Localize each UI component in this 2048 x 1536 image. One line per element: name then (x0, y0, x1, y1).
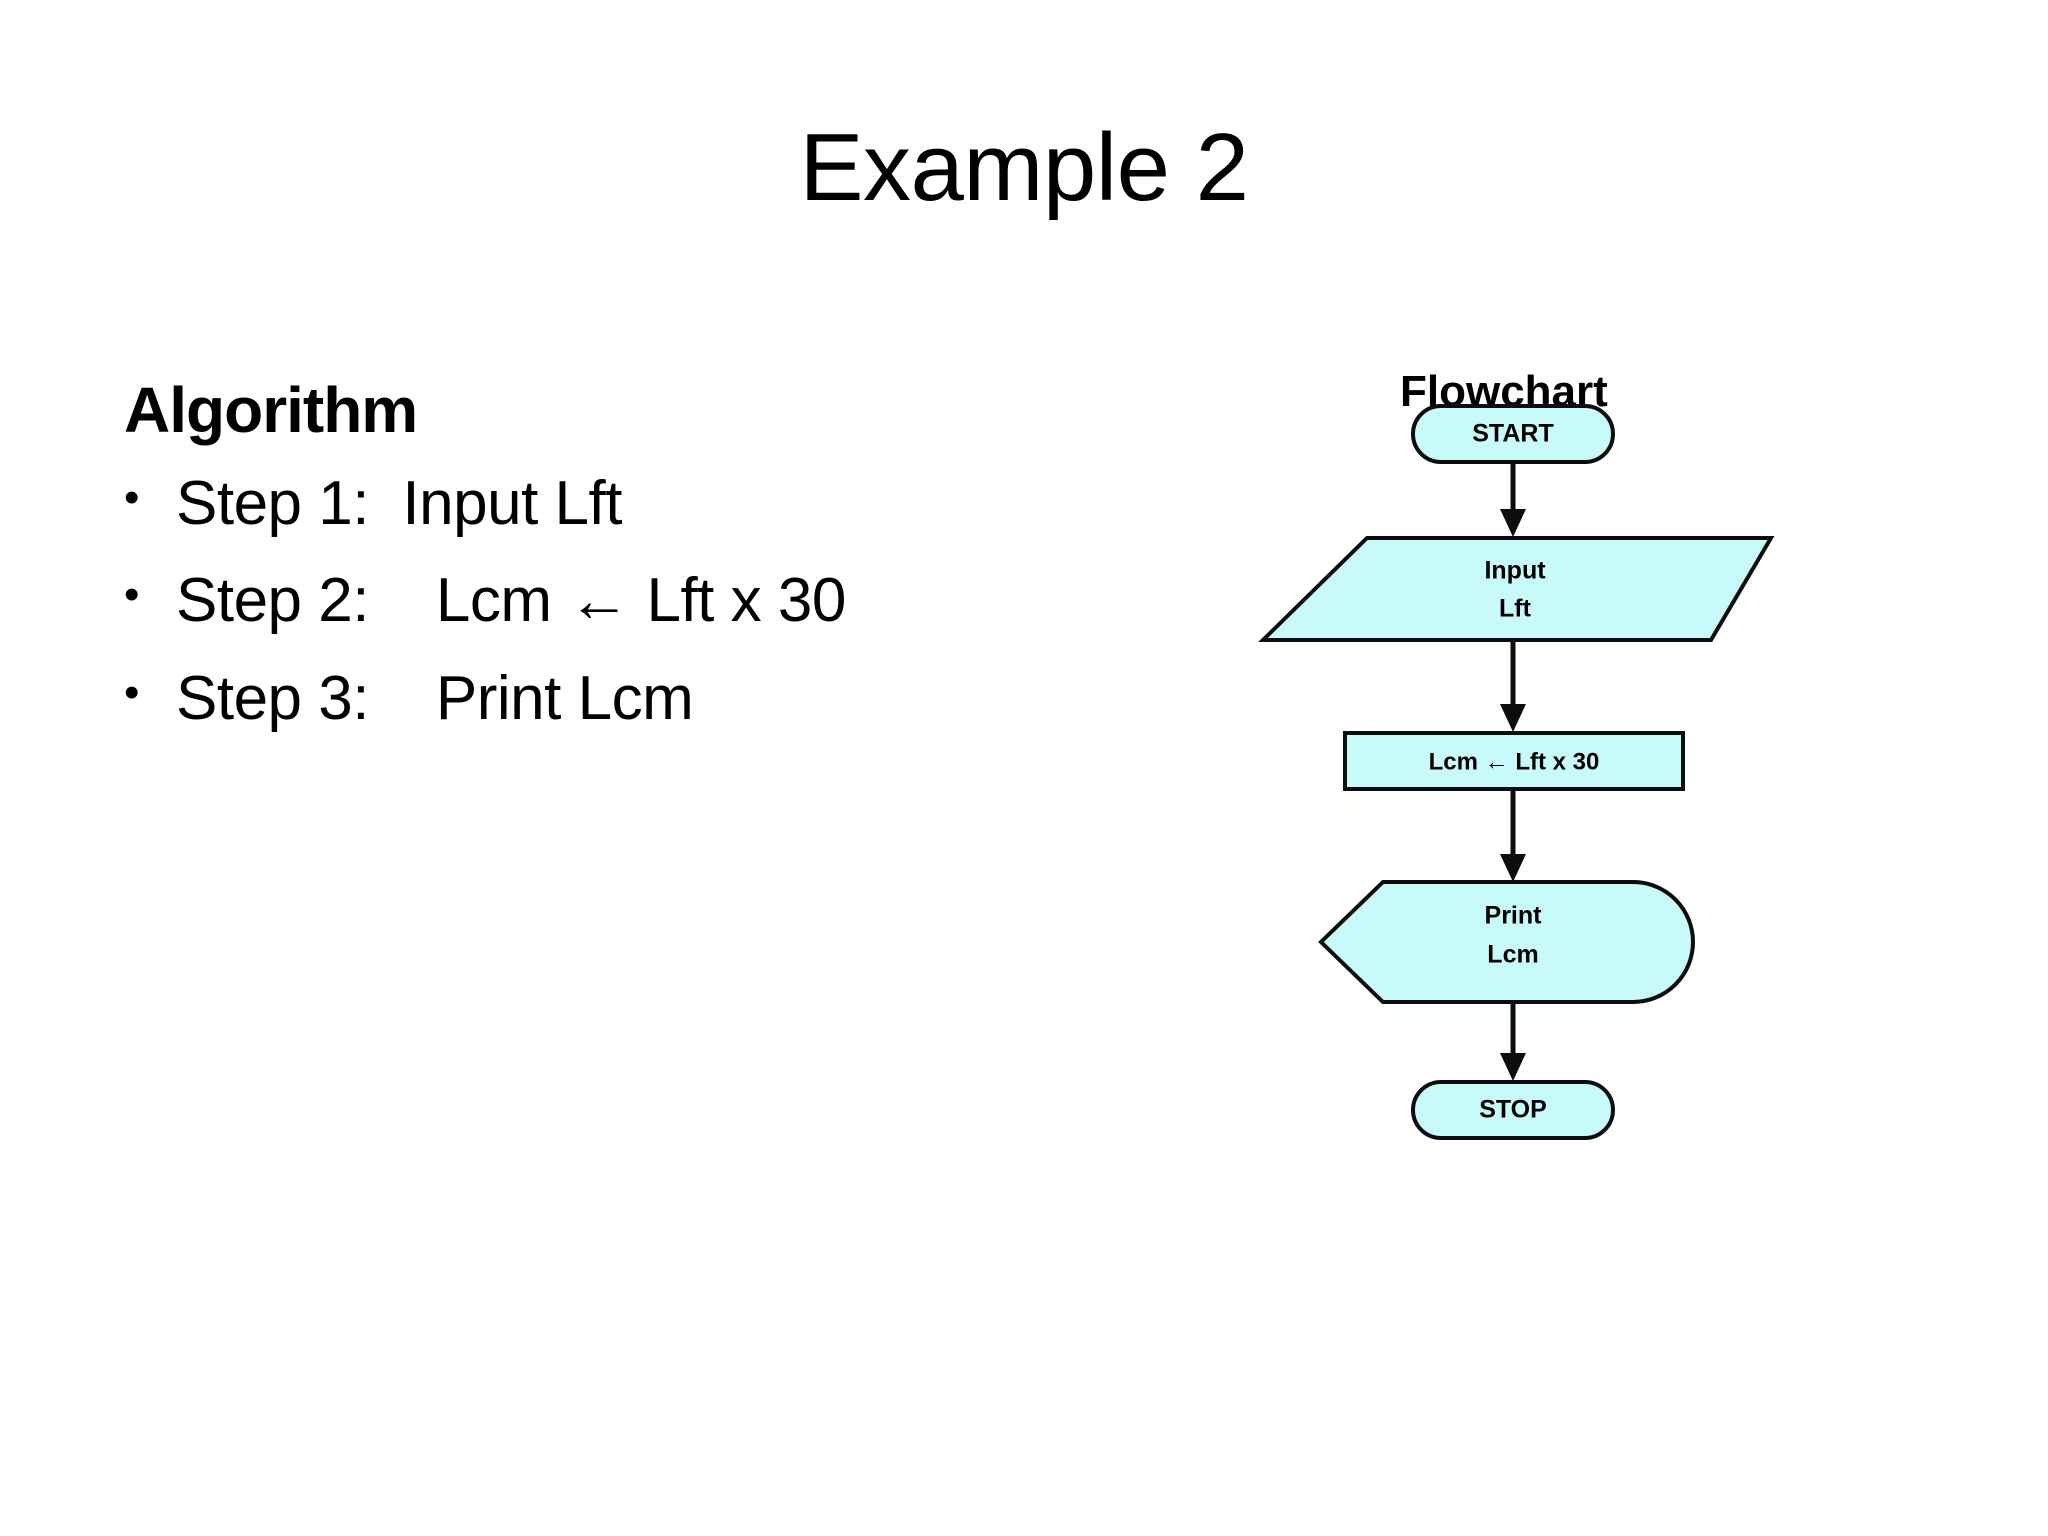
rectangle-shape-process (1343, 731, 1685, 791)
algorithm-step-3-text: Step 3: Print Lcm (176, 663, 694, 733)
display-shape-print (1318, 880, 1695, 1004)
flowchart-panel: Flowchart START Input Lft Lcm ← Lft x 30 (1255, 370, 1815, 1390)
flowchart-node-print-label-line2: Lcm (1487, 941, 1538, 969)
flowchart-node-process[interactable]: Lcm ← Lft x 30 (1343, 731, 1685, 791)
list-item: • Step 2: Lcm ← Lft x 30 (124, 561, 1184, 640)
flowchart-node-stop-label: STOP (1479, 1096, 1547, 1124)
list-item: • Step 1: Input Lft (124, 464, 1184, 543)
flowchart-node-print[interactable]: Print Lcm (1318, 880, 1695, 1004)
flowchart-edge-input-process (1500, 640, 1526, 732)
flowchart-edge-process-print (1500, 789, 1526, 882)
algorithm-panel: Algorithm • Step 1: Input Lft • Step 2: … (124, 378, 1184, 756)
flowchart-edge-print-stop (1500, 1002, 1526, 1081)
flowchart-diagram: START Input Lft Lcm ← Lft x 30 (1258, 404, 1775, 1140)
flowchart-node-process-label: Lcm ← Lft x 30 (1429, 748, 1600, 775)
flowchart-node-start[interactable]: START (1411, 404, 1615, 464)
parallelogram-shape-input (1258, 536, 1775, 642)
page-title: Example 2 (799, 114, 1249, 221)
flowchart-edge-start-input (1500, 462, 1526, 537)
flowchart-node-input[interactable]: Input Lft (1258, 536, 1775, 642)
flowchart-node-input-label-line1: Input (1484, 557, 1546, 585)
bullet-icon: • (124, 570, 139, 620)
flowchart-node-print-label-line1: Print (1485, 902, 1543, 930)
terminator-shape-stop (1411, 1080, 1615, 1140)
list-item: • Step 3: Print Lcm (124, 659, 1184, 738)
flowchart-node-stop[interactable]: STOP (1411, 1080, 1615, 1140)
algorithm-step-list: • Step 1: Input Lft • Step 2: Lcm ← Lft … (124, 464, 1184, 738)
bullet-icon: • (124, 667, 139, 717)
flowchart-node-start-label: START (1472, 420, 1553, 448)
bullet-icon: • (124, 473, 139, 522)
flowchart-node-input-label-line2: Lft (1499, 595, 1532, 623)
algorithm-step-2-text: Step 2: Lcm ← Lft x 30 (176, 566, 846, 636)
algorithm-step-1-text: Step 1: Input Lft (176, 469, 622, 538)
algorithm-heading: Algorithm (124, 374, 418, 446)
